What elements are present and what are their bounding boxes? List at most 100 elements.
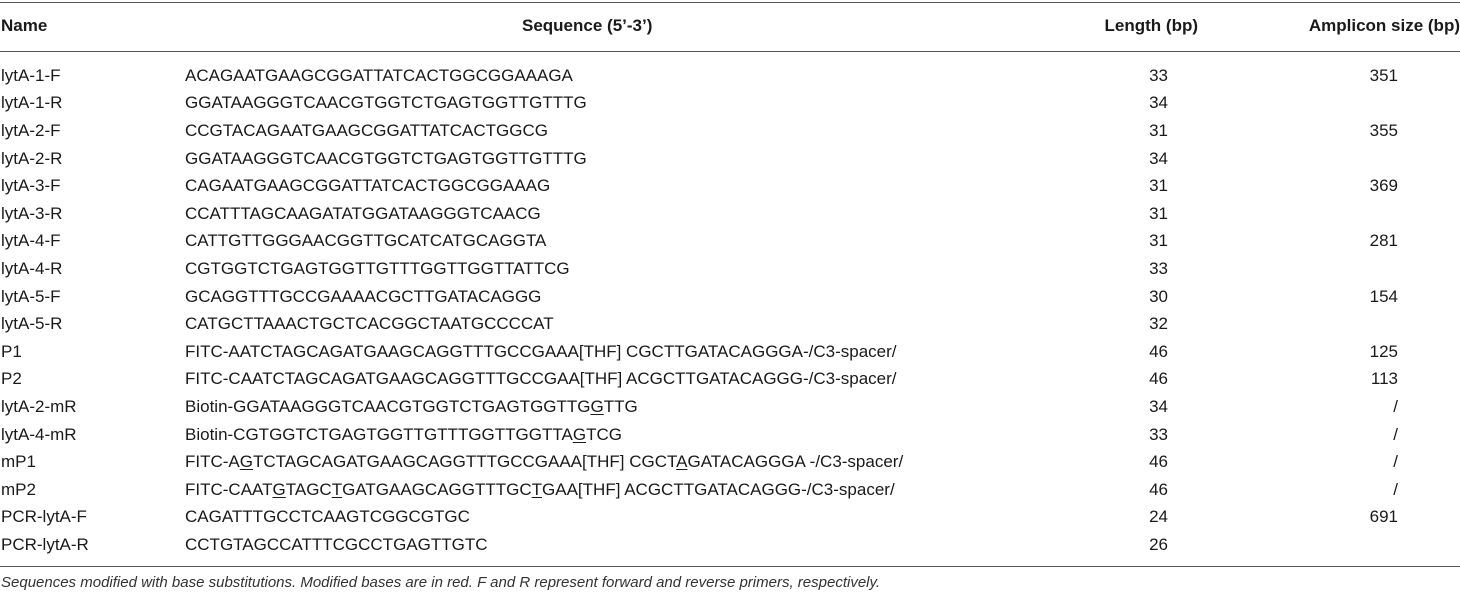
primer-sequence: CATTGTTGGGAACGGTTGCATCATGCAGGTA [178,228,1060,256]
primer-length: 31 [1149,203,1168,223]
primer-sequence: CCGTACAGAATGAAGCGGATTATCACTGGCG [178,117,1060,145]
primer-sequence: GGATAAGGGTCAACGTGGTCTGAGTGGTTGTTTG [178,90,1060,118]
table-top-rule [0,2,1460,3]
primer-name: lytA-2-mR [1,396,77,416]
primer-length: 33 [1149,65,1168,85]
sequence-segment: CATGCTTAAACTGCTCACGGCTAATGCCCCAT [185,314,554,334]
modified-base: T [331,479,343,499]
table-bottom-rule [0,566,1460,567]
primer-sequence: FITC-AGTCTAGCAGATGAAGCAGGTTTGCCGAAA[THF]… [178,448,1060,476]
amplicon-size: / [1393,424,1398,444]
amplicon-size: / [1393,452,1398,472]
primer-length: 46 [1149,452,1168,472]
primer-sequence: CAGAATGAAGCGGATTATCACTGGCGGAAAG [178,172,1060,200]
table-row: lytA-5-R CATGCTTAAACTGCTCACGGCTAATGCCCCAT… [0,310,1460,338]
modified-base: G [239,452,254,472]
primer-name: lytA-3-F [1,176,61,196]
amplicon-size: 125 [1369,341,1398,361]
sequence-segment: GAA[THF] ACGCTTGATACAGGG-/C3-spacer/ [542,479,895,499]
sequence-segment: CCATTTAGCAAGATATGGATAAGGGTCAACG [185,203,541,223]
primer-sequence: CCTGTAGCCATTTCGCCTGAGTTGTC [178,531,1060,559]
primer-sequence: FITC-AATCTAGCAGATGAAGCAGGTTTGCCGAAA[THF]… [178,338,1060,366]
header-length: Length (bp) [1104,16,1198,35]
primer-name: PCR-lytA-R [1,534,89,554]
primer-length: 46 [1149,341,1168,361]
primer-length: 46 [1149,479,1168,499]
header-name: Name [1,16,48,35]
sequence-segment: TAGC [285,479,332,499]
primer-length: 46 [1149,369,1168,389]
primer-sequence: CGTGGTCTGAGTGGTTGTTTGGTTGGTTATTCG [178,255,1060,283]
sequence-segment: GCAGGTTTGCCGAAAACGCTTGATACAGGG [185,286,542,306]
primer-sequence: GGATAAGGGTCAACGTGGTCTGAGTGGTTGTTTG [178,145,1060,173]
primer-name: lytA-2-F [1,120,61,140]
table-row: P2 FITC-CAATCTAGCAGATGAAGCAGGTTTGCCGAA[TH… [0,366,1460,394]
modified-base: A [676,452,688,472]
primer-length: 31 [1149,231,1168,251]
primer-length: 33 [1149,258,1168,278]
amplicon-size [1280,200,1460,228]
table-header-rule [0,51,1460,52]
primer-table: Name Sequence (5’-3’) Length (bp) Amplic… [0,0,1460,559]
primer-name: PCR-lytA-F [1,507,87,527]
primer-length: 32 [1149,314,1168,334]
primer-length: 24 [1149,507,1168,527]
table-row: lytA-3-F CAGAATGAAGCGGATTATCACTGGCGGAAAG 3… [0,172,1460,200]
primer-name: lytA-4-F [1,231,61,251]
primer-length: 33 [1149,424,1168,444]
amplicon-size: 369 [1369,176,1398,196]
amplicon-size [1280,255,1460,283]
sequence-segment: ACAGAATGAAGCGGATTATCACTGGCGGAAAGA [185,65,573,85]
modified-base: G [590,396,604,416]
sequence-segment: CCGTACAGAATGAAGCGGATTATCACTGGCG [185,120,548,140]
amplicon-size: / [1393,396,1398,416]
amplicon-size [1280,531,1460,559]
sequence-segment: TTG [603,396,638,416]
primer-name: lytA-5-R [1,314,63,334]
primer-length: 31 [1149,120,1168,140]
primer-name: lytA-1-R [1,93,63,113]
sequence-segment: TCTAGCAGATGAAGCAGGTTTGCCGAAA[THF] CGCT [253,452,677,472]
sequence-segment: TCG [586,424,622,444]
modified-base: G [272,479,286,499]
header-row: Name Sequence (5’-3’) Length (bp) Amplic… [0,0,1460,52]
modified-base: T [531,479,543,499]
primer-sequence: ACAGAATGAAGCGGATTATCACTGGCGGAAAGA [178,52,1060,90]
primer-name: mP2 [1,479,36,499]
table-footnote: Sequences modified with base substitutio… [1,574,881,591]
amplicon-size: 281 [1369,231,1398,251]
primer-sequence: CAGATTTGCCTCAAGTCGGCGTGC [178,504,1060,532]
primer-sequence: Biotin-GGATAAGGGTCAACGTGGTCTGAGTGGTTGGTT… [178,393,1060,421]
modified-base: G [572,424,587,444]
amplicon-size [1280,145,1460,173]
amplicon-size: 154 [1369,286,1398,306]
primer-sequence: CCATTTAGCAAGATATGGATAAGGGTCAACG [178,200,1060,228]
sequence-segment: CGTGGTCTGAGTGGTTGTTTGGTTGGTTATTCG [185,258,570,278]
sequence-segment: Biotin-GGATAAGGGTCAACGTGGTCTGAGTGGTTG [185,396,591,416]
sequence-segment: FITC-A [185,452,240,472]
primer-sequence: FITC-CAATCTAGCAGATGAAGCAGGTTTGCCGAA[THF]… [178,366,1060,394]
primer-sequence: Biotin-CGTGGTCTGAGTGGTTGTTTGGTTGGTTAGTCG [178,421,1060,449]
sequence-segment: GGATAAGGGTCAACGTGGTCTGAGTGGTTGTTTG [185,93,587,113]
sequence-segment: CAGAATGAAGCGGATTATCACTGGCGGAAAG [185,176,551,196]
primer-sequence: FITC-CAATGTAGCTGATGAAGCAGGTTTGCTGAA[THF]… [178,476,1060,504]
amplicon-size: 355 [1369,120,1398,140]
sequence-segment: FITC-CAATCTAGCAGATGAAGCAGGTTTGCCGAA[THF]… [185,369,897,389]
amplicon-size [1280,90,1460,118]
amplicon-size: 351 [1369,65,1398,85]
sequence-segment: CAGATTTGCCTCAAGTCGGCGTGC [185,507,470,527]
amplicon-size: 113 [1370,369,1398,389]
primer-name: P2 [1,369,22,389]
primer-name: lytA-4-R [1,258,63,278]
table-row: lytA-2-mR Biotin-GGATAAGGGTCAACGTGGTCTGAG… [0,393,1460,421]
sequence-segment: GATGAAGCAGGTTTGC [342,479,532,499]
primer-length: 34 [1149,396,1168,416]
